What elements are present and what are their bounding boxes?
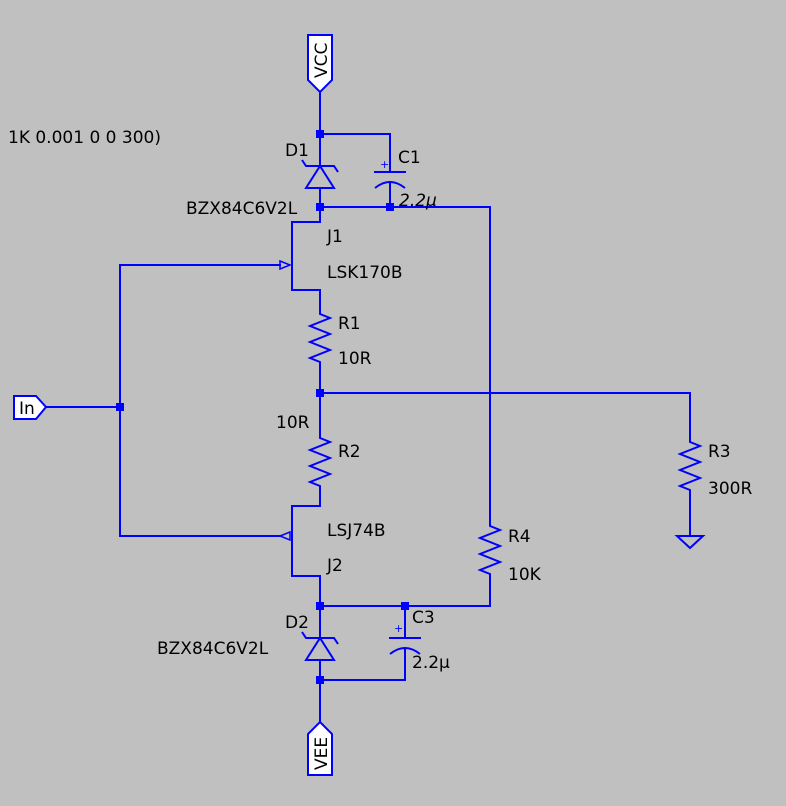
c3-ref: C3 (412, 608, 435, 628)
d2-value: BZX84C6V2L (157, 639, 269, 659)
junction-d2 (316, 602, 324, 610)
r3-value: 300R (708, 479, 752, 499)
wire-bottom-rail (319, 579, 491, 607)
port-vee-label: VEE (312, 737, 332, 770)
c1-value: 2.2µ (399, 191, 437, 211)
wire-top-rail (319, 206, 491, 521)
r2-ref: R2 (338, 442, 361, 462)
capacitor-c3[interactable]: + (389, 622, 421, 655)
junction-d1 (316, 203, 324, 211)
port-in-label: In (19, 399, 35, 419)
junction-vcc (316, 130, 324, 138)
j2-value: LSJ74B (327, 521, 386, 541)
resistor-r3[interactable] (677, 435, 703, 493)
port-vee[interactable]: VEE (307, 720, 333, 776)
d1-value: BZX84C6V2L (186, 199, 298, 219)
j1-value: LSK170B (327, 263, 403, 283)
port-in[interactable]: In (13, 395, 48, 420)
junction-c1 (386, 203, 394, 211)
d2-ref: D2 (285, 613, 309, 633)
c3-value: 2.2µ (412, 653, 450, 673)
c1-ref: C1 (398, 148, 421, 168)
zener-d1[interactable] (301, 159, 339, 189)
r1-value: 10R (338, 349, 372, 369)
junction-mid (316, 389, 324, 397)
r1-ref: R1 (338, 314, 361, 334)
wire-c3-bottom (319, 651, 406, 681)
wire-r2-bottom (291, 491, 321, 521)
r2-value: 10R (276, 413, 310, 433)
j1-ref: J1 (326, 227, 343, 247)
port-vcc[interactable]: VCC (307, 34, 333, 94)
jfet-j1[interactable] (279, 234, 293, 280)
zener-d2[interactable] (301, 631, 339, 661)
wire-j1-source (291, 278, 321, 309)
jfet-j2[interactable] (277, 519, 293, 565)
d1-ref: D1 (285, 141, 309, 161)
spice-directive: 1K 0.001 0 0 300) (8, 128, 161, 148)
junction-c3 (401, 602, 409, 610)
port-vcc-label: VCC (312, 43, 332, 78)
wire-output (319, 392, 691, 437)
junction-vee (316, 676, 324, 684)
wires (45, 91, 691, 723)
ground-icon (674, 535, 706, 550)
c3-plus: + (394, 622, 403, 635)
r4-value: 10K (508, 565, 542, 585)
c1-plus: + (380, 158, 389, 171)
wire-j1-drain (291, 206, 321, 236)
r4-ref: R4 (508, 527, 531, 547)
resistor-r4[interactable] (477, 519, 503, 581)
junctions (116, 130, 409, 684)
capacitor-c1[interactable]: + (374, 158, 406, 189)
wire-j2-drain (291, 563, 321, 607)
junction-in (116, 403, 124, 411)
resistor-r2[interactable] (307, 431, 333, 493)
wire-vcc-c1 (319, 133, 391, 161)
resistor-r1[interactable] (307, 307, 333, 369)
j2-ref: J2 (326, 556, 343, 576)
r3-ref: R3 (708, 442, 731, 462)
